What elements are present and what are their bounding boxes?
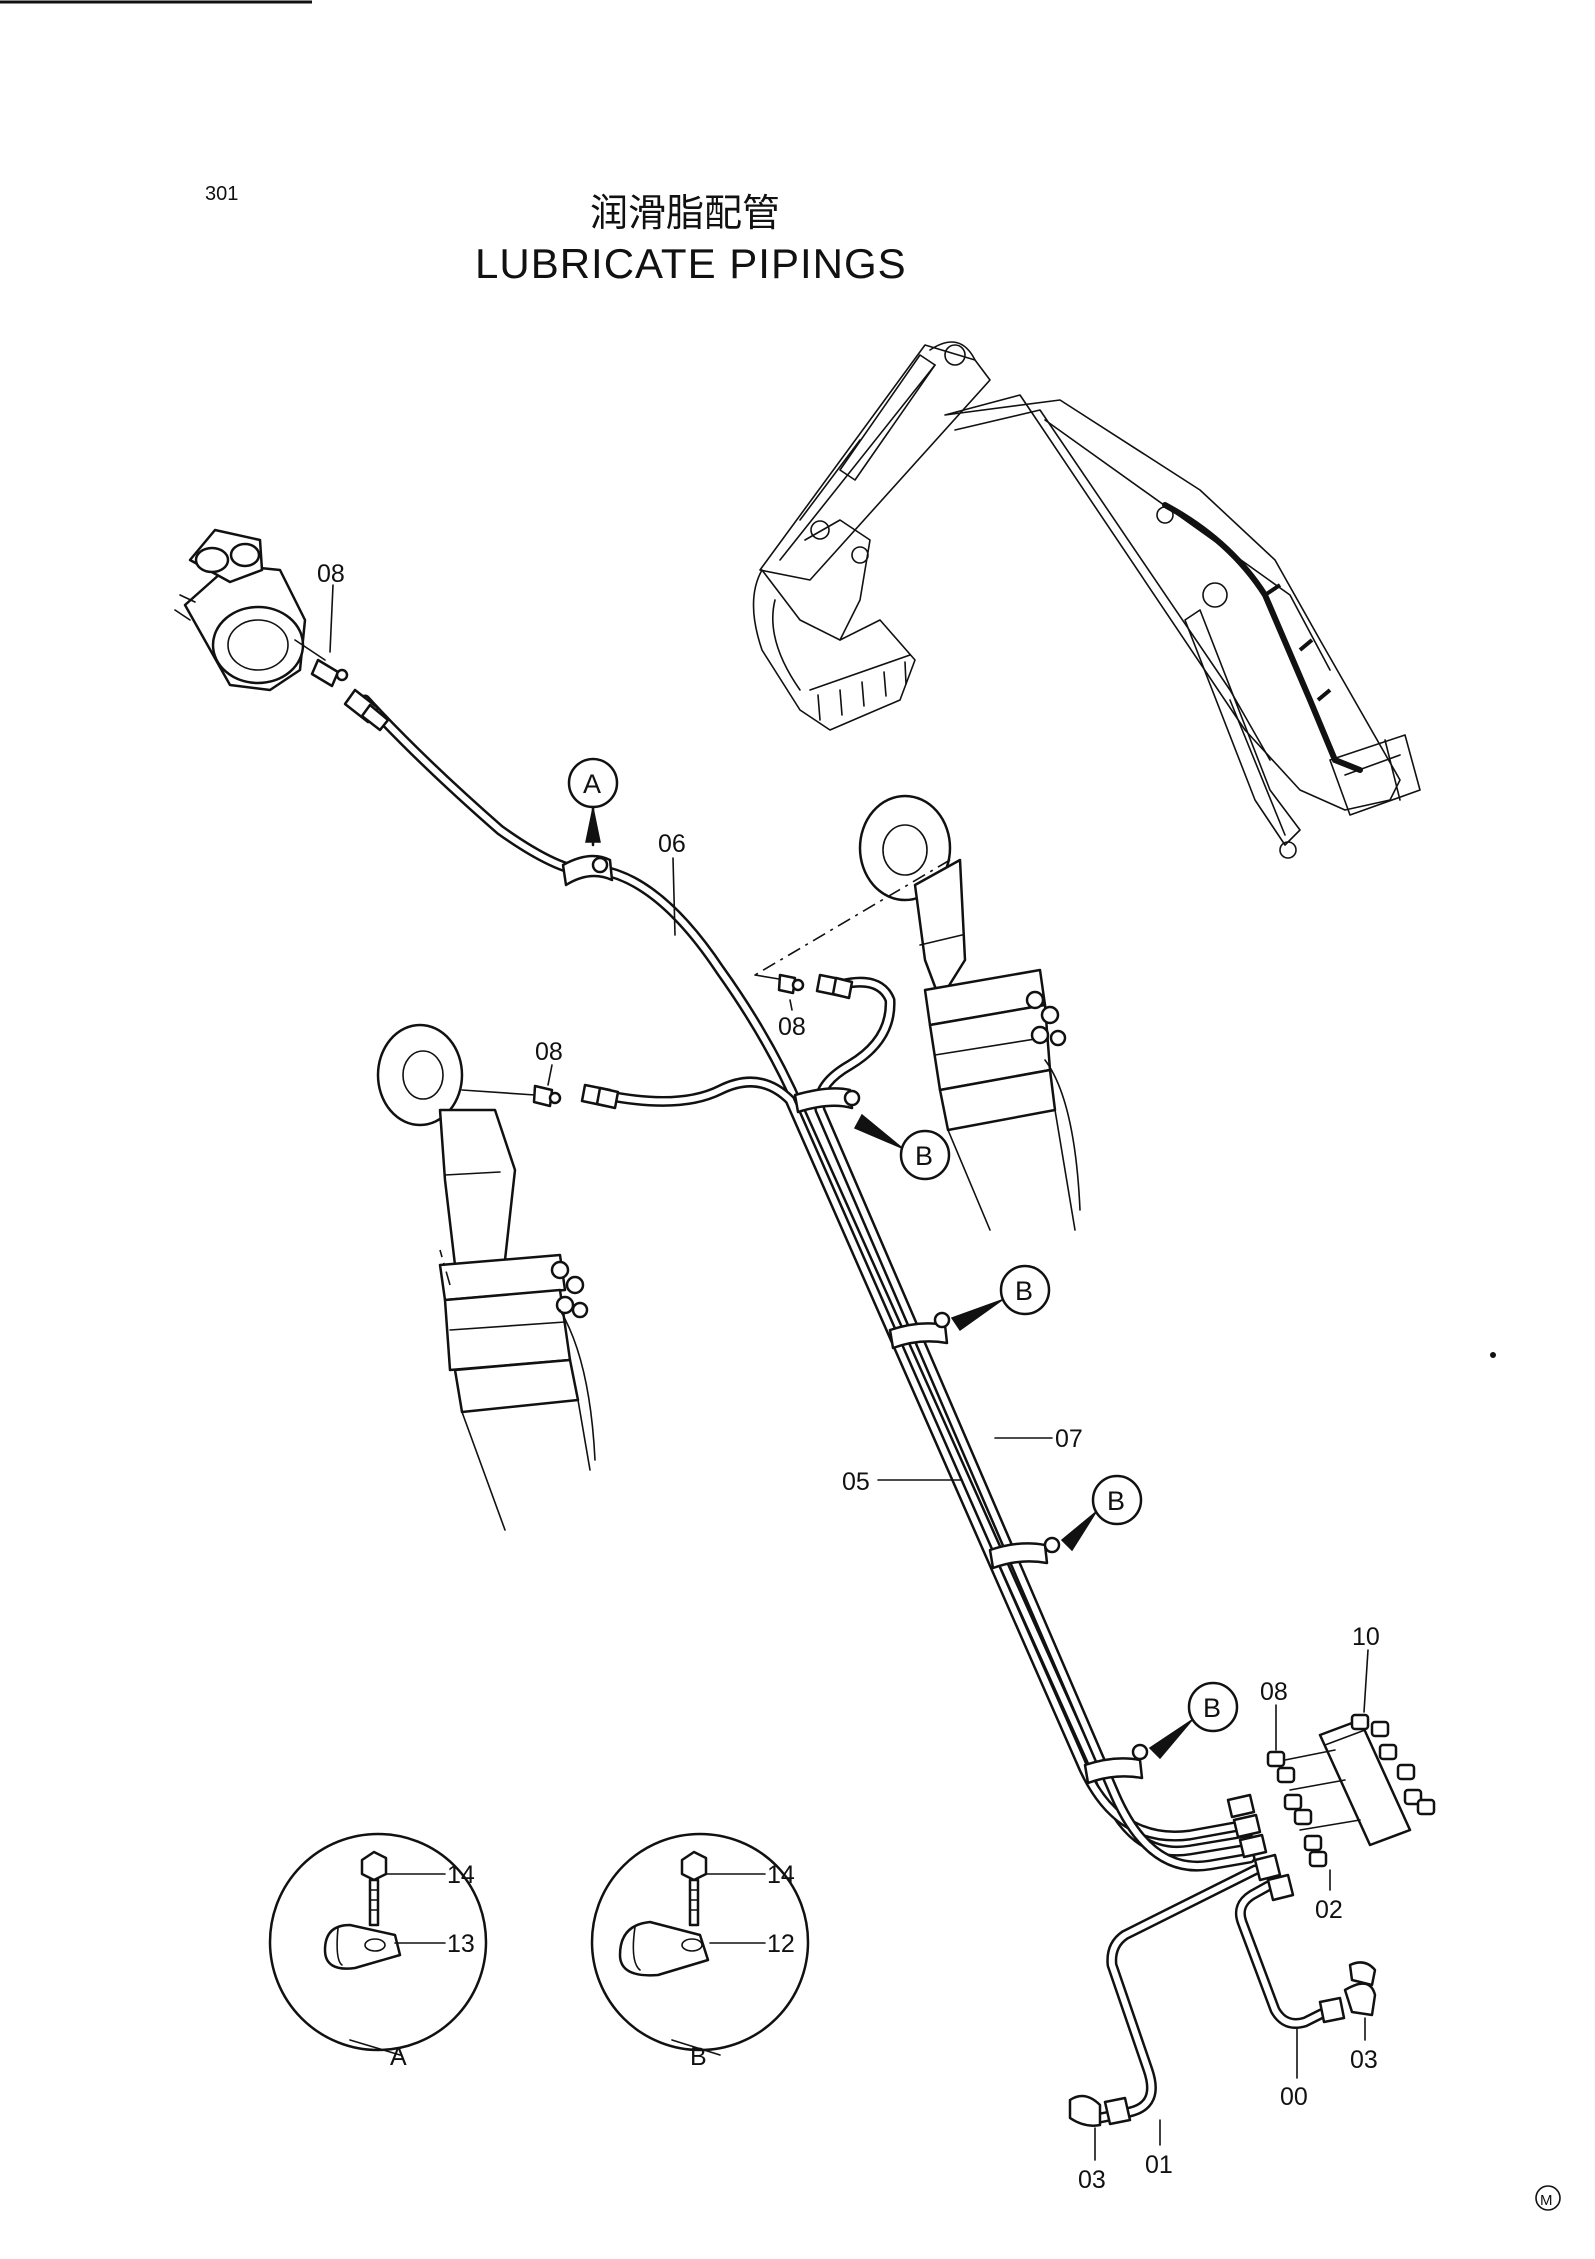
label-08-right: 08 xyxy=(1260,1678,1288,1706)
callout-b-4: B xyxy=(1148,1681,1239,1760)
label-08-left: 08 xyxy=(535,1038,563,1066)
detail-b-label: B xyxy=(690,2043,707,2071)
label-08-mid: 08 xyxy=(778,1013,806,1041)
label-03-bottom: 03 xyxy=(1078,2166,1106,2194)
svg-text:B: B xyxy=(1107,1486,1125,1516)
label-14-b: 14 xyxy=(767,1861,795,1889)
leader-08-mid xyxy=(789,999,793,1011)
callout-a-top: A xyxy=(567,757,619,847)
detail-a xyxy=(268,1832,488,2056)
label-01: 01 xyxy=(1145,2151,1173,2179)
leader-10 xyxy=(1363,1649,1369,1713)
detail-a-label: A xyxy=(390,2043,407,2071)
stray-dot xyxy=(1490,1352,1496,1358)
lower-pipes xyxy=(1068,1853,1377,2127)
label-07: 07 xyxy=(1055,1425,1083,1453)
svg-text:B: B xyxy=(1203,1693,1221,1723)
callout-b-2: B xyxy=(950,1264,1051,1332)
fittings-right xyxy=(1350,1713,1436,1816)
svg-text:A: A xyxy=(583,769,601,799)
label-14-a: 14 xyxy=(447,1861,475,1889)
main-pipes xyxy=(343,688,1268,1872)
title-english: LUBRICATE PIPINGS xyxy=(475,240,907,287)
callout-b-1: B xyxy=(853,1113,951,1181)
excavator-overview xyxy=(752,341,1421,859)
page-number: 301 xyxy=(205,183,238,205)
callout-b-3: B xyxy=(1060,1474,1143,1552)
distributor-block xyxy=(1266,1713,1436,1868)
leader-08-left xyxy=(547,1064,553,1086)
title-chinese: 润滑脂配管 xyxy=(590,191,780,235)
label-00: 00 xyxy=(1280,2083,1308,2111)
leader-06 xyxy=(672,857,676,936)
right-cylinder xyxy=(754,794,1081,1231)
left-cylinder xyxy=(376,1023,596,1531)
label-10: 10 xyxy=(1352,1623,1380,1651)
label-02: 02 xyxy=(1315,1896,1343,1924)
label-05: 05 xyxy=(842,1468,870,1496)
label-06: 06 xyxy=(658,830,686,858)
svg-text:B: B xyxy=(1015,1276,1033,1306)
label-12: 12 xyxy=(767,1930,795,1958)
label-08-top: 08 xyxy=(317,560,345,588)
detail-b xyxy=(590,1832,810,2056)
top-left-pin-assembly xyxy=(174,528,349,692)
corner-mark: M xyxy=(1535,2185,1561,2211)
svg-text:M: M xyxy=(1540,2192,1553,2209)
label-13: 13 xyxy=(447,1930,475,1958)
leader-08-top xyxy=(329,584,334,653)
fittings-left xyxy=(1266,1750,1328,1868)
svg-text:B: B xyxy=(915,1141,933,1171)
label-03-right: 03 xyxy=(1350,2046,1378,2074)
